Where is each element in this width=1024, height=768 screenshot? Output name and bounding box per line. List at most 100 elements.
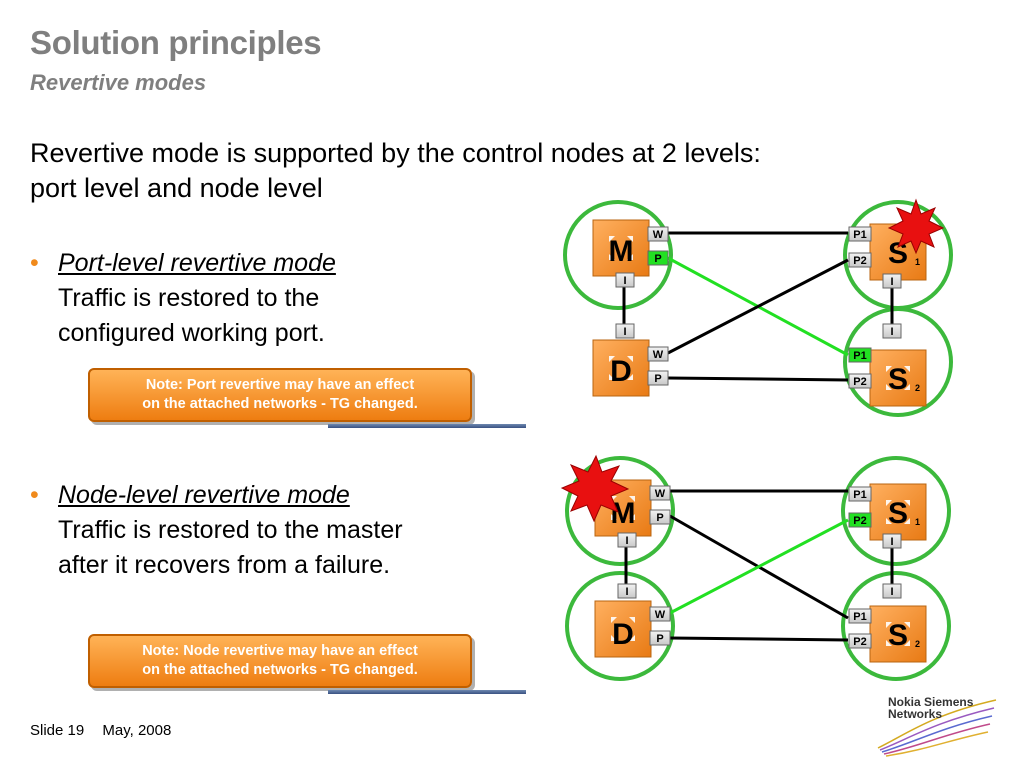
svg-text:M: M bbox=[609, 235, 634, 268]
note-box: Note: Port revertive may have an effect … bbox=[88, 368, 472, 422]
port-i: I bbox=[882, 273, 902, 289]
port-p: P bbox=[647, 250, 669, 266]
svg-text:P1: P1 bbox=[853, 489, 866, 501]
note-box: Note: Node revertive may have an effect … bbox=[88, 634, 472, 688]
port-p1: P1 bbox=[848, 608, 872, 624]
note-node-revertive: Note: Node revertive may have an effect … bbox=[88, 634, 526, 694]
port-i: I bbox=[615, 323, 635, 339]
note-line: on the attached networks - TG changed. bbox=[142, 396, 418, 412]
port-p: P bbox=[647, 370, 669, 386]
svg-text:M: M bbox=[611, 497, 636, 530]
diagram-port-level: M D S 1 S 2 W P I I W P P1 P2 I I bbox=[563, 198, 953, 417]
slide-number: Slide 19 bbox=[30, 722, 85, 739]
svg-text:S: S bbox=[888, 497, 908, 530]
logo-line: Networks bbox=[888, 707, 943, 721]
svg-text:D: D bbox=[612, 618, 634, 651]
node-d: D bbox=[594, 600, 652, 658]
svg-text:W: W bbox=[653, 349, 664, 361]
svg-text:P: P bbox=[654, 373, 661, 385]
port-p2: P2 bbox=[848, 373, 872, 389]
svg-text:1: 1 bbox=[915, 257, 920, 267]
bullet-line: after it recovers from a failure. bbox=[58, 551, 391, 579]
note-line: Note: Port revertive may have an effect bbox=[145, 377, 415, 393]
svg-text:I: I bbox=[623, 326, 626, 338]
port-p1: P1 bbox=[848, 486, 872, 502]
svg-text:1: 1 bbox=[915, 517, 920, 527]
svg-text:W: W bbox=[655, 609, 666, 621]
note-port-revertive: Note: Port revertive may have an effect … bbox=[88, 368, 526, 428]
svg-text:S: S bbox=[888, 619, 908, 652]
port-i: I bbox=[615, 272, 635, 288]
intro-line-2: port level and node level bbox=[30, 173, 323, 203]
port-p1: P1 bbox=[848, 347, 872, 363]
svg-text:P2: P2 bbox=[853, 376, 866, 388]
node-m: M bbox=[592, 219, 650, 277]
svg-text:I: I bbox=[890, 536, 893, 548]
link-protect bbox=[669, 518, 849, 615]
svg-text:2: 2 bbox=[915, 639, 920, 649]
port-w: W bbox=[647, 346, 669, 362]
note-underline bbox=[328, 424, 526, 428]
port-p1: P1 bbox=[848, 226, 872, 242]
port-p: P bbox=[649, 509, 671, 525]
port-p2: P2 bbox=[848, 252, 872, 268]
svg-text:D: D bbox=[610, 355, 632, 388]
port-i: I bbox=[617, 583, 637, 599]
bullet-node-level: • Node-level revertive mode Traffic is r… bbox=[30, 478, 403, 583]
diagram-node-level: M D S 1 S 2 W P I I W P P1 P2 I bbox=[560, 454, 951, 681]
failure-burst-icon bbox=[560, 454, 630, 523]
svg-text:P2: P2 bbox=[853, 515, 866, 527]
port-p2: P2 bbox=[848, 512, 872, 528]
node-s1: S 1 bbox=[869, 483, 927, 541]
intro-text: Revertive mode is supported by the contr… bbox=[30, 136, 970, 206]
note-line: Note: Node revertive may have an effect bbox=[142, 643, 418, 659]
port-w: W bbox=[649, 606, 671, 622]
logo-swoosh-icon bbox=[877, 699, 997, 757]
svg-text:I: I bbox=[890, 326, 893, 338]
node-s2: S 2 bbox=[869, 605, 927, 663]
node-d: D bbox=[592, 339, 650, 397]
link-working bbox=[667, 258, 849, 355]
svg-text:P1: P1 bbox=[853, 350, 866, 362]
port-i: I bbox=[617, 532, 637, 548]
svg-text:P: P bbox=[654, 253, 661, 265]
svg-text:P2: P2 bbox=[853, 255, 866, 267]
svg-text:I: I bbox=[623, 275, 626, 287]
logo-line: Nokia Siemens bbox=[888, 695, 974, 709]
svg-text:P: P bbox=[656, 512, 663, 524]
slide-date: May, 2008 bbox=[102, 722, 172, 739]
port-i: I bbox=[882, 323, 902, 339]
svg-text:2: 2 bbox=[915, 383, 920, 393]
svg-text:P2: P2 bbox=[853, 636, 866, 648]
port-i: I bbox=[882, 583, 902, 599]
port-w: W bbox=[647, 226, 669, 242]
svg-text:I: I bbox=[625, 535, 628, 547]
bullet-dot: • bbox=[30, 249, 39, 277]
port-p2: P2 bbox=[848, 633, 872, 649]
node-s2: S 2 bbox=[869, 349, 927, 407]
svg-text:I: I bbox=[625, 586, 628, 598]
bullet-port-level: • Port-level revertive mode Traffic is r… bbox=[30, 246, 336, 351]
svg-text:I: I bbox=[890, 276, 893, 288]
bullet-dot: • bbox=[30, 481, 39, 509]
slide-footer: Slide 19 May, 2008 bbox=[30, 722, 185, 739]
note-underline bbox=[328, 690, 526, 694]
svg-text:P: P bbox=[656, 633, 663, 645]
svg-text:W: W bbox=[655, 488, 666, 500]
bullet-line: Traffic is restored to the master bbox=[58, 516, 403, 544]
note-line: on the attached networks - TG changed. bbox=[142, 662, 418, 678]
port-w: W bbox=[649, 485, 671, 501]
company-logo: Nokia Siemens Networks bbox=[888, 696, 973, 720]
bullet-line: Traffic is restored to the bbox=[58, 284, 320, 312]
link-working bbox=[667, 376, 849, 382]
page-subtitle: Revertive modes bbox=[30, 70, 207, 95]
svg-text:I: I bbox=[890, 586, 893, 598]
svg-text:S: S bbox=[888, 363, 908, 396]
link-working bbox=[669, 636, 849, 642]
svg-text:S: S bbox=[888, 237, 908, 270]
bullet-heading: Node-level revertive mode bbox=[58, 481, 350, 509]
svg-text:P1: P1 bbox=[853, 229, 866, 241]
port-i: I bbox=[882, 533, 902, 549]
svg-text:P1: P1 bbox=[853, 611, 866, 623]
